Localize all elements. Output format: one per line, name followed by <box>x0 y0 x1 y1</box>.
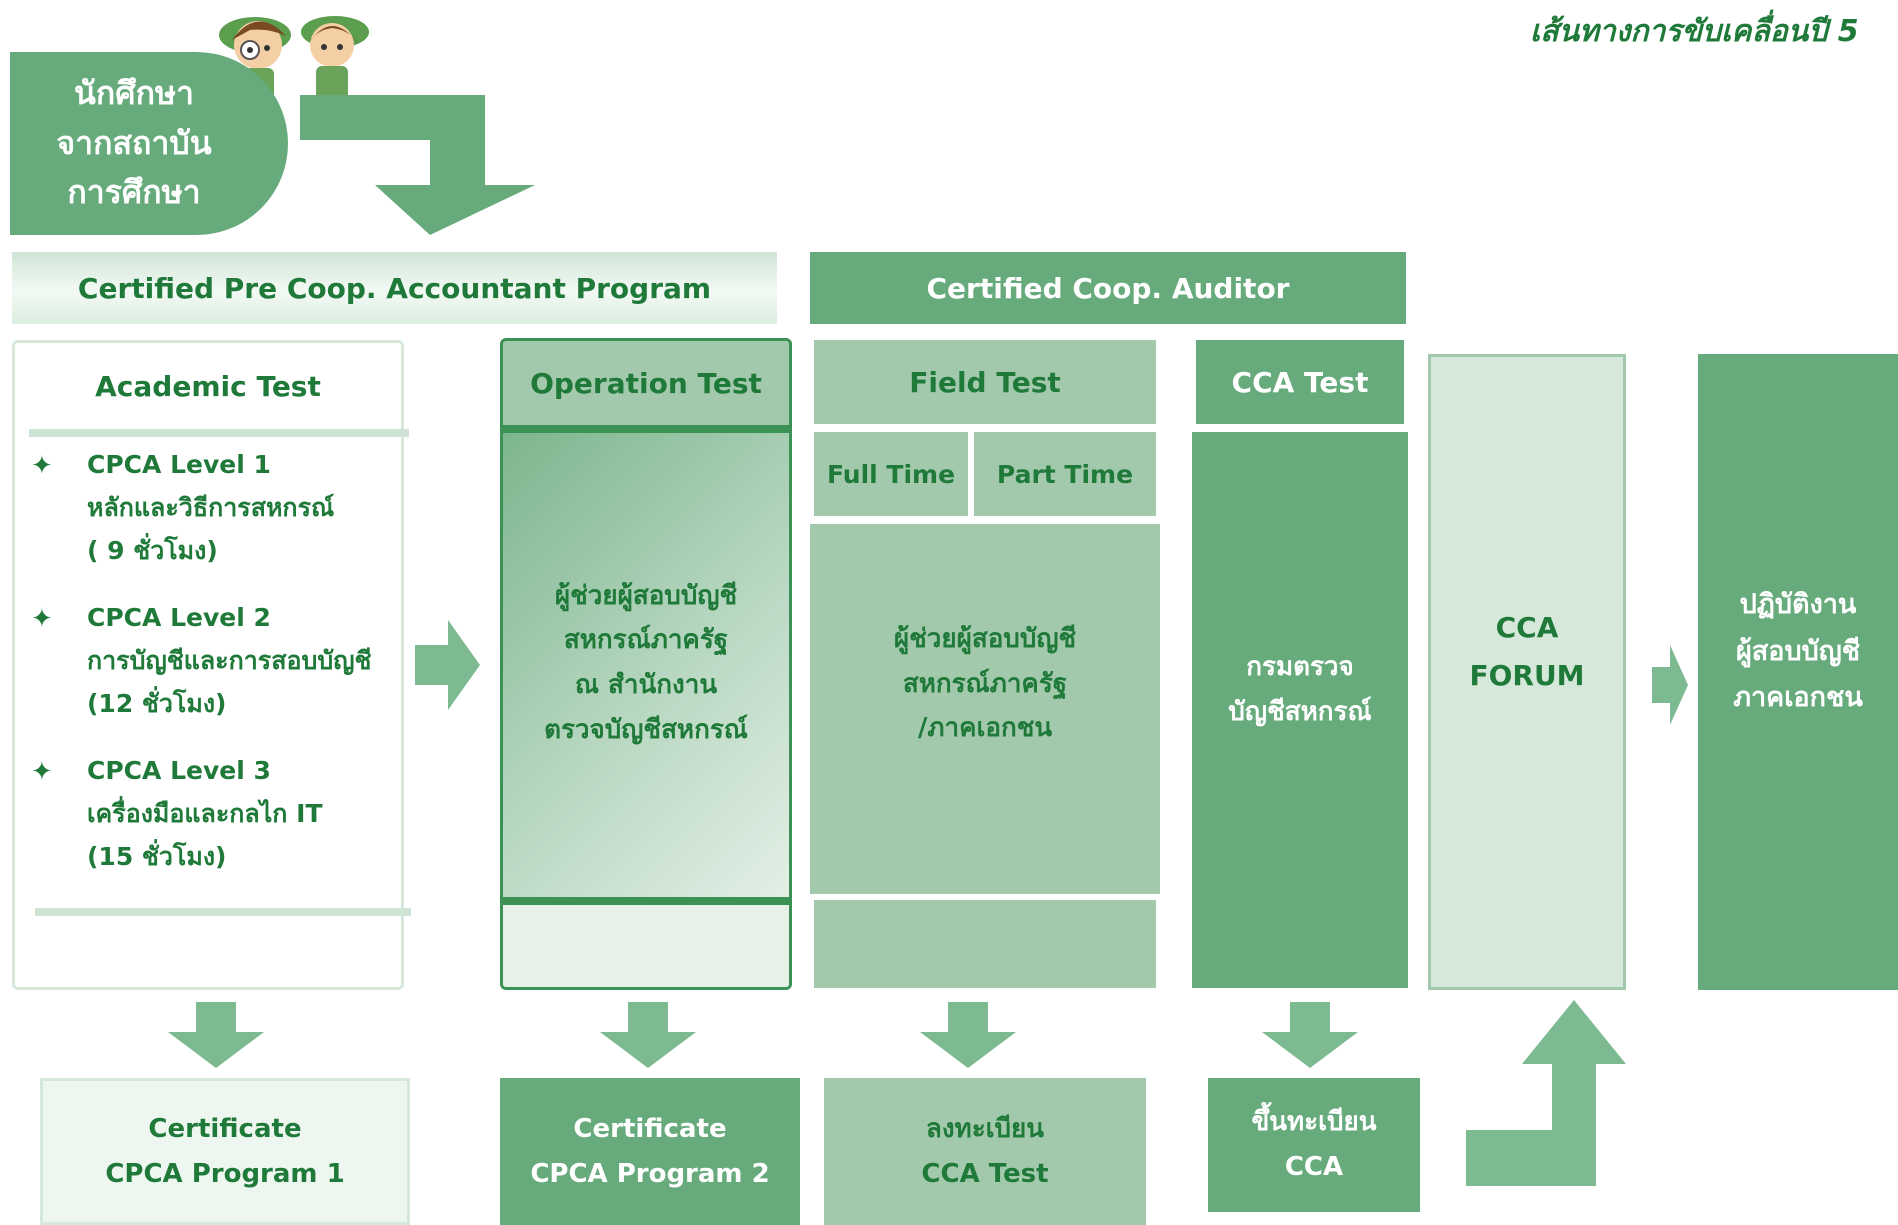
arrow-down-4 <box>1262 1002 1358 1068</box>
four-point-star-icon: ✦ <box>31 451 53 481</box>
enroll-cca: ขึ้นทะเบียน CCA <box>1208 1078 1420 1212</box>
field-line-3: /ภาคเอกชน <box>917 713 1053 744</box>
certificate-program-1: Certificate CPCA Program 1 <box>40 1078 410 1225</box>
page-title: เส้นทางการขับเคลื่อนปี 5 <box>1530 14 1859 49</box>
cca-line-1: กรมตรวจ <box>1246 652 1354 683</box>
academic-item-1: ✦ CPCA Level 1 หลักและวิธีการสหกรณ์ ( 9 … <box>29 443 399 572</box>
academic-test-header: Academic Test <box>95 369 321 403</box>
operation-line-4: ตรวจบัญชีสหกรณ์ <box>544 714 748 745</box>
auditor-banner: Certified Coop. Auditor <box>810 252 1406 324</box>
bent-arrow-down <box>300 95 535 235</box>
operation-test-header: Operation Test <box>503 341 789 425</box>
cert2-line-2: CPCA Program 2 <box>530 1158 770 1189</box>
certificate-program-2: Certificate CPCA Program 2 <box>500 1078 800 1225</box>
arrow-right-1 <box>415 620 480 710</box>
academic-item-3-level: CPCA Level 3 <box>87 756 271 785</box>
field-test-header: Field Test <box>814 340 1156 424</box>
register-cca-test: ลงทะเบียน CCA Test <box>824 1078 1146 1225</box>
academic-item-1-hours: ( 9 ชั่วโมง) <box>87 536 218 565</box>
pre-program-banner: Certified Pre Coop. Accountant Program <box>12 252 777 324</box>
bent-arrow-up <box>1466 1000 1626 1186</box>
cert2-line-1: Certificate <box>573 1113 727 1144</box>
academic-item-2: ✦ CPCA Level 2 การบัญชีและการสอบบัญชี (1… <box>29 596 399 725</box>
academic-bottom-divider <box>35 908 411 916</box>
practice-line-2: ผู้สอบบัญชี <box>1735 635 1861 667</box>
full-time-label: Full Time <box>814 432 968 516</box>
field-line-2: สหกรณ์ภาครัฐ <box>902 668 1068 699</box>
cca-test-header: CCA Test <box>1196 340 1404 424</box>
arrow-right-2 <box>1652 645 1688 725</box>
operation-line-2: สหกรณ์ภาครัฐ <box>563 625 729 656</box>
field-content: ผู้ช่วยผู้สอบบัญชี สหกรณ์ภาครัฐ /ภาคเอกช… <box>810 524 1160 894</box>
student-line-1: นักศึกษา <box>74 74 194 113</box>
student-line-2: จากสถาบัน <box>56 123 212 162</box>
academic-item-3-desc: เครื่องมือและกลไก IT <box>87 799 323 828</box>
field-test-box: Field Test Full Time Part Time ผู้ช่วยผู… <box>810 338 1160 990</box>
arrow-down-1 <box>168 1002 264 1068</box>
enroll-line-2: CCA <box>1284 1152 1344 1182</box>
cca-forum-box: CCA FORUM <box>1428 354 1626 990</box>
private-practice-box: ปฏิบัติงาน ผู้สอบบัญชี ภาคเอกชน <box>1698 354 1898 990</box>
field-line-1: ผู้ช่วยผู้สอบบัญชี <box>893 623 1077 654</box>
academic-item-3: ✦ CPCA Level 3 เครื่องมือและกลไก IT (15 … <box>29 749 399 878</box>
cca-test-box: CCA Test กรมตรวจ บัญชีสหกรณ์ <box>1192 338 1408 990</box>
student-bubble: นักศึกษา จากสถาบัน การศึกษา <box>10 52 288 235</box>
practice-line-3: ภาคเอกชน <box>1733 682 1863 714</box>
four-point-star-icon: ✦ <box>31 757 53 787</box>
practice-line-1: ปฏิบัติงาน <box>1739 589 1857 621</box>
academic-item-2-level: CPCA Level 2 <box>87 603 271 632</box>
cert1-line-1: Certificate <box>148 1113 302 1144</box>
operation-footer <box>503 905 789 987</box>
operation-header-divider <box>503 425 789 433</box>
forum-line-2: FORUM <box>1469 659 1585 692</box>
academic-item-1-level: CPCA Level 1 <box>87 450 271 479</box>
operation-test-box: Operation Test ผู้ช่วยผู้สอบบัญชี สหกรณ์… <box>500 338 792 990</box>
forum-line-1: CCA <box>1495 610 1559 644</box>
part-time-label: Part Time <box>974 432 1156 516</box>
operation-bottom-divider <box>503 897 789 905</box>
field-footer <box>814 900 1156 988</box>
arrow-down-2 <box>600 1002 696 1068</box>
academic-item-3-hours: (15 ชั่วโมง) <box>87 842 227 871</box>
cca-content: กรมตรวจ บัญชีสหกรณ์ <box>1192 432 1408 988</box>
cert1-line-2: CPCA Program 1 <box>105 1158 345 1189</box>
register-line-1: ลงทะเบียน <box>925 1113 1045 1144</box>
academic-item-1-desc: หลักและวิธีการสหกรณ์ <box>87 493 335 522</box>
arrow-down-3 <box>920 1002 1016 1068</box>
academic-item-2-desc: การบัญชีและการสอบบัญชี <box>87 646 372 675</box>
academic-header-divider <box>29 429 409 437</box>
four-point-star-icon: ✦ <box>31 604 53 634</box>
academic-test-box: Academic Test ✦ CPCA Level 1 หลักและวิธี… <box>12 340 411 990</box>
enroll-line-1: ขึ้นทะเบียน <box>1251 1107 1377 1138</box>
academic-item-2-hours: (12 ชั่วโมง) <box>87 689 227 718</box>
operation-line-3: ณ สำนักงาน <box>574 670 718 700</box>
operation-line-1: ผู้ช่วยผู้สอบบัญชี <box>554 580 738 611</box>
register-line-2: CCA Test <box>921 1158 1049 1189</box>
cca-line-2: บัญชีสหกรณ์ <box>1228 697 1372 727</box>
operation-content: ผู้ช่วยผู้สอบบัญชี สหกรณ์ภาครัฐ ณ สำนักง… <box>503 433 789 893</box>
student-line-3: การศึกษา <box>67 173 201 212</box>
